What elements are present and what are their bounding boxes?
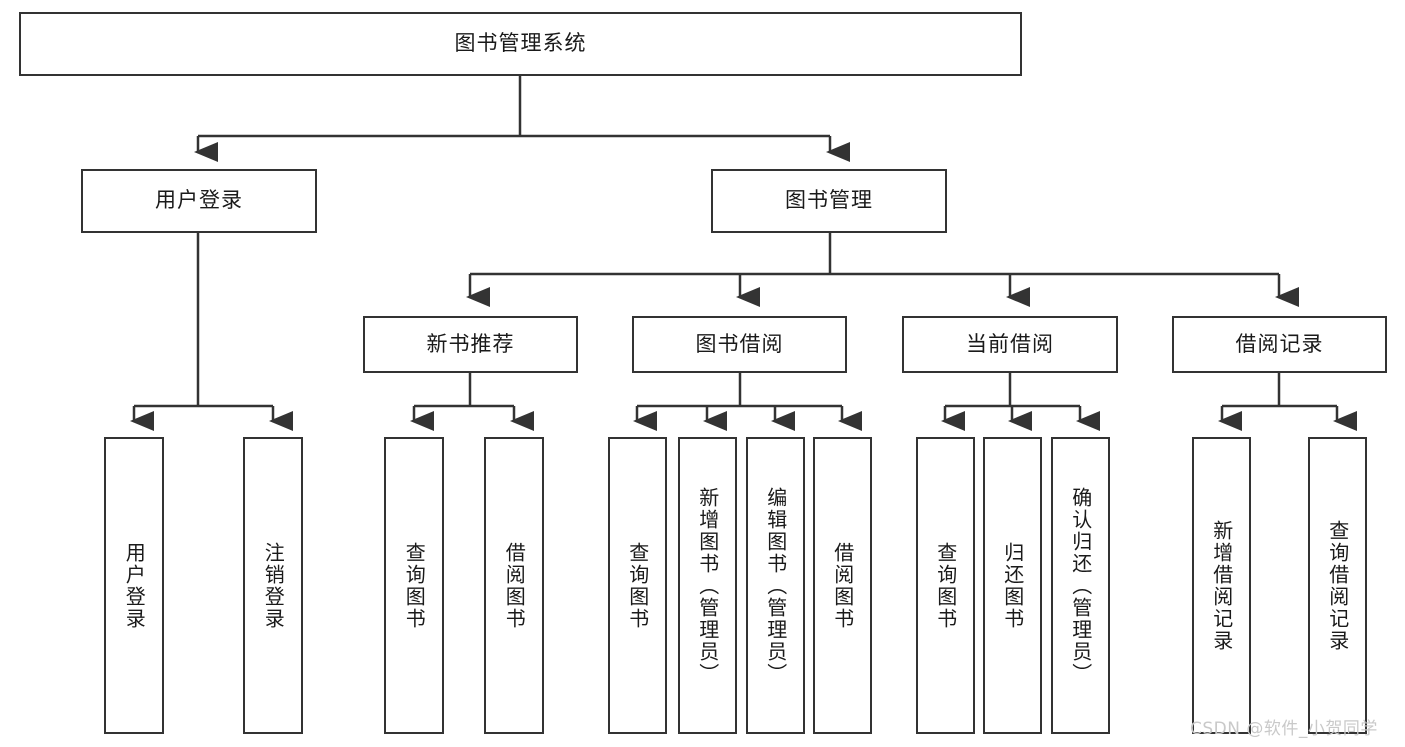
node-new-book-recommend[interactable]: 新书推荐 <box>363 316 578 373</box>
node-label: 借阅图书 <box>502 541 527 630</box>
node-label: 借阅记录 <box>1235 331 1324 356</box>
node-leaf-current-query-book[interactable]: 查询图书 <box>916 437 975 734</box>
node-leaf-recommend-query-book[interactable]: 查询图书 <box>384 437 444 734</box>
node-leaf-logout[interactable]: 注销登录 <box>243 437 303 734</box>
node-label: 新书推荐 <box>426 331 515 356</box>
node-label: 查询图书 <box>402 541 427 630</box>
node-label: 图书借阅 <box>695 331 784 356</box>
node-book-borrow[interactable]: 图书借阅 <box>632 316 847 373</box>
node-label: 确认归还（管理员） <box>1068 486 1093 685</box>
node-label: 查询图书 <box>625 541 650 630</box>
node-borrow-record[interactable]: 借阅记录 <box>1172 316 1387 373</box>
node-label: 图书管理 <box>785 188 873 213</box>
node-book-management[interactable]: 图书管理 <box>711 169 947 233</box>
node-label: 当前借阅 <box>966 331 1054 356</box>
node-user-login[interactable]: 用户登录 <box>81 169 317 233</box>
node-label: 借阅图书 <box>830 541 855 630</box>
node-label: 注销登录 <box>261 541 286 630</box>
node-leaf-current-confirm-return-admin[interactable]: 确认归还（管理员） <box>1051 437 1110 734</box>
node-leaf-current-return-book[interactable]: 归还图书 <box>983 437 1042 734</box>
node-label: 新增借阅记录 <box>1209 519 1234 652</box>
node-leaf-borrow-edit-book-admin[interactable]: 编辑图书（管理员） <box>746 437 805 734</box>
node-leaf-record-query-borrow-record[interactable]: 查询借阅记录 <box>1308 437 1367 734</box>
node-root-book-management-system[interactable]: 图书管理系统 <box>19 12 1022 76</box>
node-label: 新增图书（管理员） <box>695 486 720 685</box>
node-label: 查询图书 <box>933 541 958 630</box>
node-leaf-recommend-borrow-book[interactable]: 借阅图书 <box>484 437 544 734</box>
node-label: 用户登录 <box>122 541 147 630</box>
node-label: 图书管理系统 <box>454 31 587 56</box>
node-leaf-user-login[interactable]: 用户登录 <box>104 437 164 734</box>
node-label: 归还图书 <box>1000 541 1025 630</box>
node-leaf-borrow-borrow-book[interactable]: 借阅图书 <box>813 437 872 734</box>
csdn-watermark: CSDN @软件_小贺同学 <box>1190 719 1378 739</box>
node-label: 用户登录 <box>155 188 243 213</box>
node-label: 查询借阅记录 <box>1325 519 1350 652</box>
node-current-borrow[interactable]: 当前借阅 <box>902 316 1118 373</box>
node-leaf-borrow-add-book-admin[interactable]: 新增图书（管理员） <box>678 437 737 734</box>
node-leaf-record-add-borrow-record[interactable]: 新增借阅记录 <box>1192 437 1251 734</box>
node-leaf-borrow-query-book[interactable]: 查询图书 <box>608 437 667 734</box>
node-label: 编辑图书（管理员） <box>763 486 788 685</box>
